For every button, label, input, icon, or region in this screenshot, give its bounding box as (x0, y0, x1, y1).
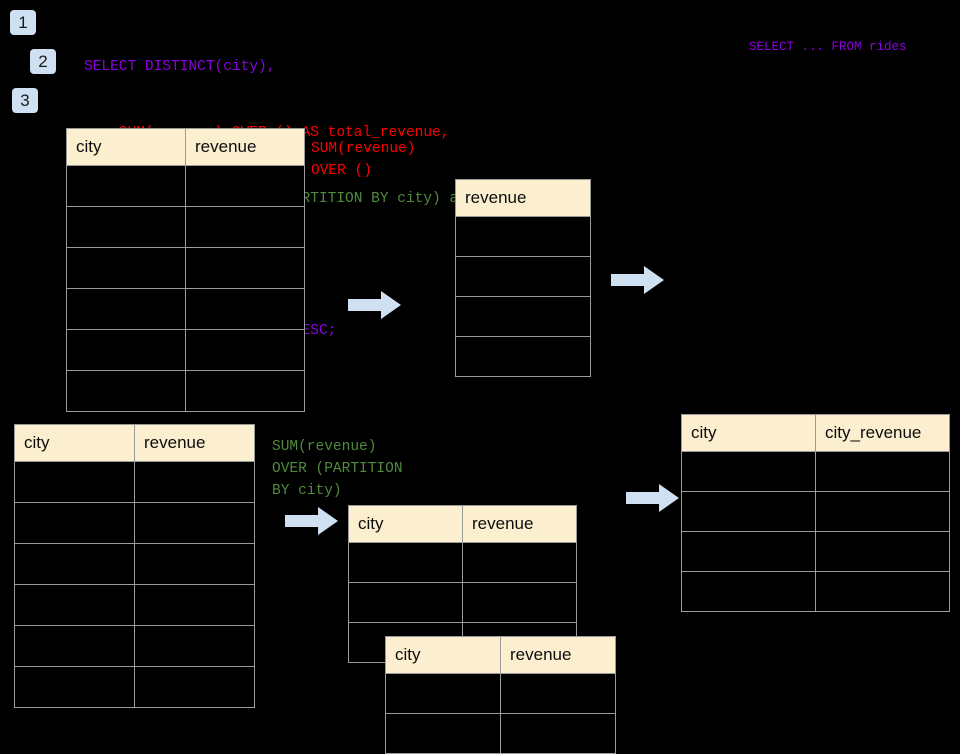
table-cell (14, 584, 135, 626)
table-cell (134, 666, 255, 708)
table-cell (455, 296, 591, 337)
column-header-city: city (66, 128, 186, 166)
table-cell (681, 571, 816, 612)
arrow-right-icon-rides-to-partitions (285, 507, 338, 535)
table-row (455, 216, 591, 257)
table-cell (815, 571, 950, 612)
table-row (14, 461, 255, 503)
step-badge-2: 2 (30, 49, 56, 74)
column-header-revenue: revenue (500, 636, 616, 674)
total-revenue-table: revenue (455, 179, 591, 377)
table-cell (462, 542, 577, 583)
table-row (348, 582, 577, 623)
table-row (681, 531, 950, 572)
table-cell (14, 543, 135, 585)
table-cell (185, 329, 305, 371)
step-badge-1: 1 (10, 10, 36, 35)
arrow-right-icon-rides-to-total-revenue (348, 291, 401, 319)
table-cell (185, 370, 305, 412)
table-cell (66, 329, 186, 371)
output-result-table: city city_revenue (681, 414, 950, 612)
table-header-row: city revenue (385, 636, 616, 674)
arrow-right-icon-total-revenue-to-output (611, 266, 664, 294)
table-cell (134, 543, 255, 585)
table-cell (681, 491, 816, 532)
table-row (66, 370, 305, 412)
column-header-revenue: revenue (185, 128, 305, 166)
table-row (14, 543, 255, 585)
table-header-row: city city_revenue (681, 414, 950, 452)
table-cell (14, 666, 135, 708)
sql-code-line-1: SELECT DISTINCT(city), (84, 59, 276, 75)
table-cell (134, 625, 255, 667)
table-row (455, 256, 591, 297)
table-cell (455, 256, 591, 297)
table-cell (134, 502, 255, 544)
sql-code-note-select-from-rides: SELECT ... FROM rides (749, 40, 907, 54)
table-header-row: revenue (455, 179, 591, 217)
table-cell (66, 247, 186, 289)
rides-source-table-bottom: city revenue (14, 424, 255, 708)
table-cell (66, 288, 186, 330)
table-cell (14, 625, 135, 667)
column-header-city: city (14, 424, 135, 462)
table-cell (134, 584, 255, 626)
table-cell (455, 336, 591, 377)
column-header-city: city (348, 505, 463, 543)
table-cell (185, 247, 305, 289)
table-cell (134, 461, 255, 503)
table-row (681, 571, 950, 612)
column-header-revenue: revenue (462, 505, 577, 543)
table-cell (815, 451, 950, 492)
column-header-revenue: revenue (455, 179, 591, 217)
table-row (14, 584, 255, 626)
table-cell (348, 582, 463, 623)
column-header-city-revenue: city_revenue (815, 414, 950, 452)
column-header-city: city (385, 636, 501, 674)
partition-group-table-b: city revenue (385, 636, 616, 754)
table-header-row: city revenue (66, 128, 305, 166)
table-row (66, 165, 305, 207)
table-cell (815, 531, 950, 572)
annotation-sum-over-partition-by-city: SUM(revenue) OVER (PARTITION BY city) (272, 439, 403, 499)
table-row (385, 673, 616, 714)
annotation-sum-over-empty: SUM(revenue) OVER () (311, 141, 416, 179)
table-row (14, 666, 255, 708)
table-cell (815, 491, 950, 532)
table-row (66, 206, 305, 248)
step-badge-3: 3 (12, 88, 38, 113)
table-cell (681, 531, 816, 572)
table-row (348, 542, 577, 583)
table-cell (185, 206, 305, 248)
arrow-right-icon-partitions-to-output (626, 484, 679, 512)
table-cell (66, 370, 186, 412)
table-cell (681, 451, 816, 492)
table-cell (462, 582, 577, 623)
table-row (66, 247, 305, 289)
table-cell (14, 502, 135, 544)
table-row (681, 491, 950, 532)
table-cell (66, 206, 186, 248)
rides-source-table-top: city revenue (66, 128, 305, 412)
table-row (66, 288, 305, 330)
column-header-revenue: revenue (134, 424, 255, 462)
table-header-row: city revenue (14, 424, 255, 462)
table-cell (14, 461, 135, 503)
table-row (14, 625, 255, 667)
table-cell (385, 673, 501, 714)
partition-group-table-a: city revenue (348, 505, 577, 663)
table-row (681, 451, 950, 492)
table-row (455, 296, 591, 337)
table-row (455, 336, 591, 377)
column-header-city: city (681, 414, 816, 452)
table-cell (66, 165, 186, 207)
table-cell (185, 288, 305, 330)
table-cell (500, 673, 616, 714)
table-cell (185, 165, 305, 207)
table-row (66, 329, 305, 371)
table-row (14, 502, 255, 544)
table-header-row: city revenue (348, 505, 577, 543)
table-cell (348, 542, 463, 583)
table-cell (455, 216, 591, 257)
